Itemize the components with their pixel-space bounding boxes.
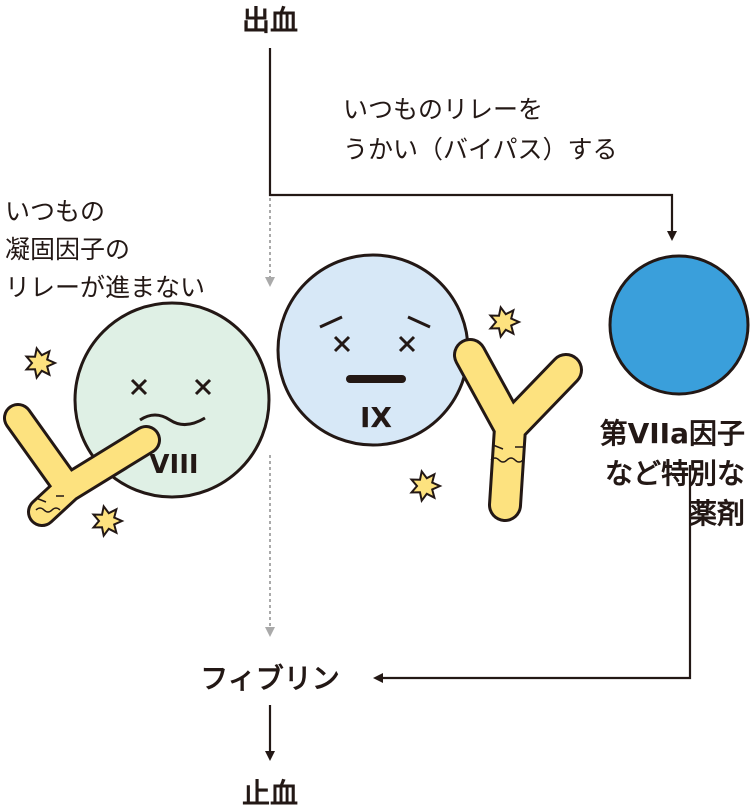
drug-to-fibrin-arrow [373, 465, 692, 683]
label-drug-3: 薬剤 [689, 497, 745, 530]
label-hemostasis: 止血 [242, 777, 298, 810]
label-stalled-3: リレーが進まない [5, 273, 205, 302]
antibody-left [3, 403, 161, 527]
label-bleeding: 出血 [242, 4, 298, 37]
antibody-right [453, 338, 583, 522]
label-bypass-1: いつものリレーを [343, 95, 543, 124]
factor-ix-character: IX [276, 253, 470, 447]
label-stalled-2: 凝固因子の [5, 235, 130, 264]
sparkle-stars [24, 305, 522, 538]
sparkle-star-icon [488, 305, 522, 339]
label-stalled-1: いつもの [5, 197, 105, 226]
sparkle-star-icon [24, 346, 58, 380]
factor-viii-label: VIII [149, 450, 198, 480]
factor-ix-label: IX [360, 401, 392, 434]
label-bypass-2: うかい（バイパス）する [343, 135, 618, 164]
label-fibrin: フィブリン [200, 662, 339, 695]
sparkle-star-icon [409, 469, 443, 503]
label-drug-1: 第VIIa因子 [600, 417, 745, 450]
factor-viia-drug-circle [608, 254, 750, 396]
sparkle-star-icon [91, 504, 125, 538]
label-drug-2: など特別な [605, 457, 745, 490]
bleeding-line [268, 48, 677, 241]
